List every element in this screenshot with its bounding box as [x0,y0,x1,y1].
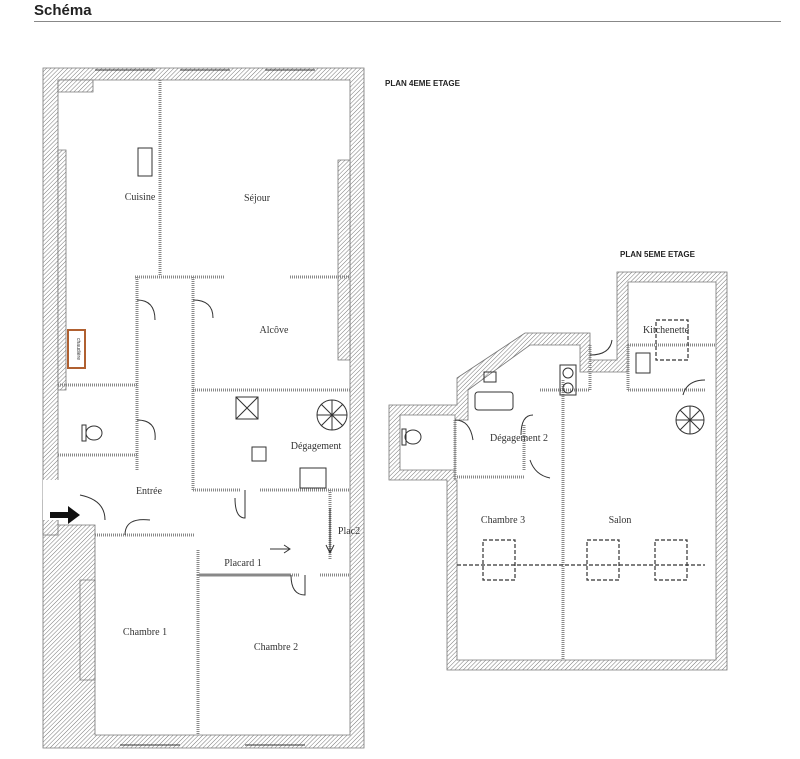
skylights [457,319,705,581]
plan-5-title: PLAN 5EME ETAGE [620,250,696,259]
room-chambre-1: Chambre 1 [123,627,167,638]
room-placard-2: Plac2 [338,526,360,537]
interior-walls [58,80,350,735]
room-chambre-2: Chambre 2 [254,642,298,653]
boiler-icon [67,329,86,369]
room-kitchenette: Kitchenette [643,325,690,336]
doors [79,299,306,596]
fixtures-5 [401,352,705,446]
room-sejour: Séjour [244,193,271,204]
room-chambre-3: Chambre 3 [481,515,525,526]
room-degagement-2: Dégagement 2 [490,433,548,444]
plan-5th-floor: PLAN 5EME ETAGE Kitchenette Dégagement 2… [388,250,728,671]
plan-4-title: PLAN 4EME ETAGE [385,79,461,88]
fixtures [81,147,348,555]
room-placard-1: Placard 1 [224,558,262,569]
title-divider [34,21,781,22]
section-title: Schéma [34,2,92,19]
room-salon: Salon [609,515,632,526]
room-degagement: Dégagement [291,441,342,452]
doors-5 [454,339,706,479]
entrance-arrow-icon [50,506,80,524]
boiler-label: chaudière [75,338,81,360]
plan-4th-floor: chaudière PLAN 4EME ETAGE Cuisine Séjour… [42,67,461,749]
room-alcove: Alcôve [260,325,289,336]
windows [95,69,315,746]
interior-walls-5 [453,343,716,660]
room-cuisine: Cuisine [125,192,156,203]
room-entree: Entrée [136,486,163,497]
